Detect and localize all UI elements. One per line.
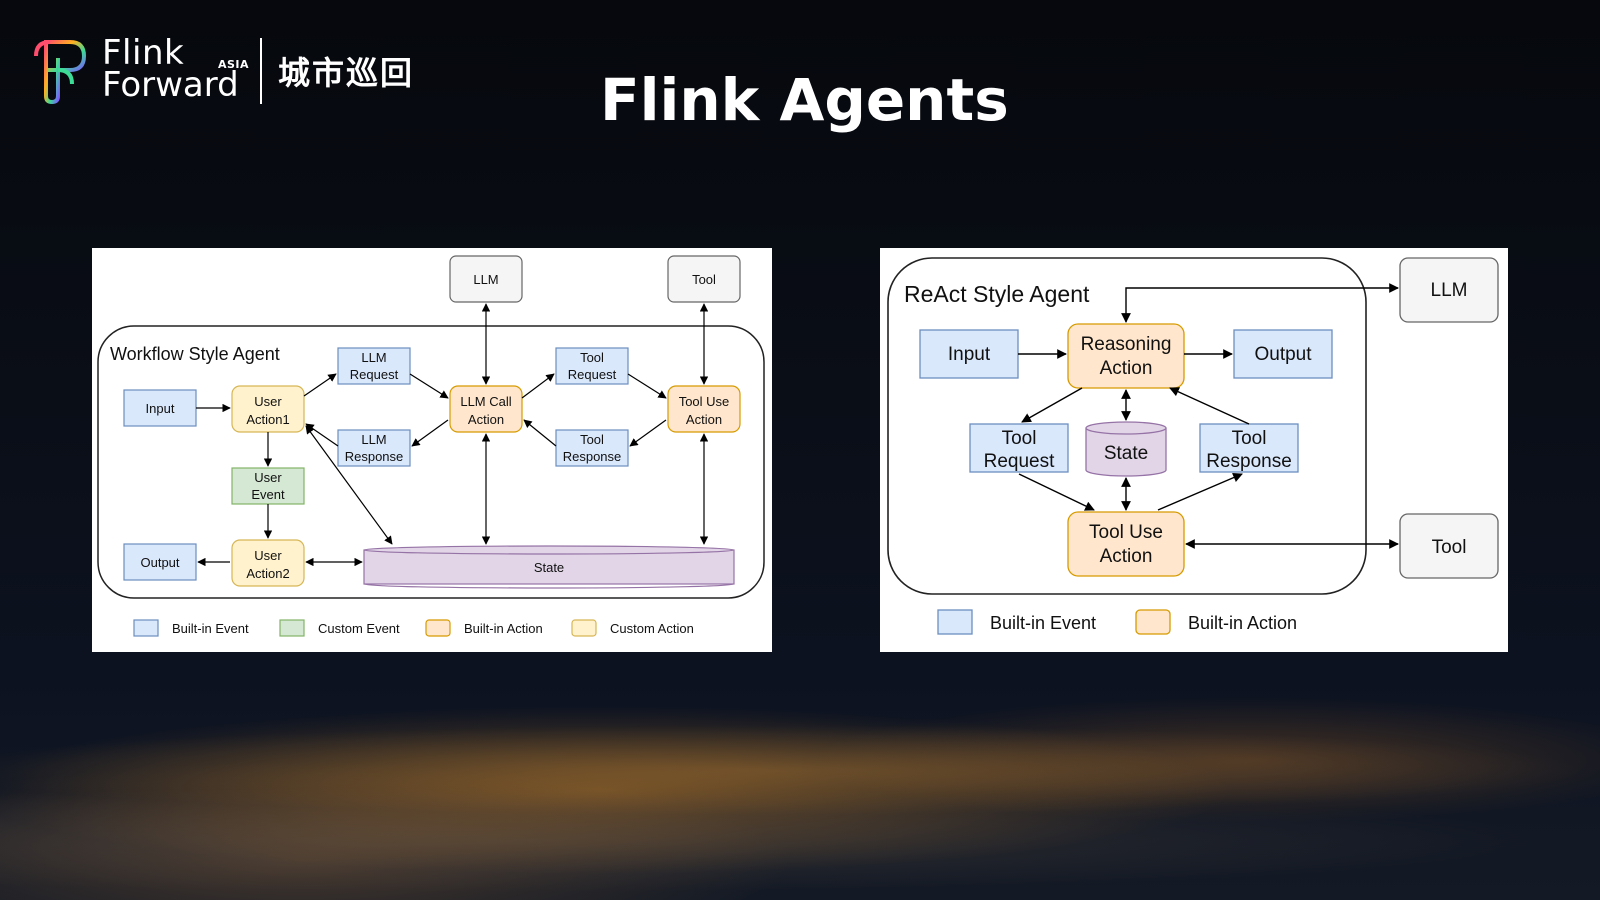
workflow-output-label: Output [140,555,179,570]
react-state-store [1085,421,1167,477]
react-diagram: ReAct Style Agent LLM Tool Input Reasoni… [887,257,1499,635]
workflow-tool-request [555,347,629,385]
workflow-diagram: Workflow Style Agent LLM Tool Input User… [97,255,765,637]
react-tool-use-action-line2: Action [1100,546,1153,567]
react-tool-request-line2: Request [984,451,1055,472]
flink-forward-logo: Flink Forward ASIA 城市巡回 [32,36,432,106]
react-llm-label: LLM [1431,280,1468,301]
workflow-state-store [363,545,735,589]
page-title: Flink Agents [600,66,1009,134]
workflow-input-label: Input [146,401,175,416]
react-llm-box [1399,257,1499,323]
workflow-connectors [196,303,709,567]
workflow-llm-request-line1: LLM [361,350,386,365]
react-agent-title: ReAct Style Agent [904,281,1090,307]
react-legend-built-in-action: Built-in Action [1188,613,1297,633]
react-tool-label: Tool [1432,537,1467,558]
workflow-tool-label: Tool [692,272,716,287]
workflow-user-action1-line2: Action1 [246,412,289,427]
workflow-llm-response-line2: Response [345,449,404,464]
workflow-tool-request-line2: Request [568,367,617,382]
workflow-output-event [123,543,197,581]
react-output-event [1233,329,1333,379]
workflow-tool-use-action-line1: Tool Use [679,394,730,409]
workflow-llm-request-line2: Request [350,367,399,382]
workflow-legend-custom-action: Custom Action [610,621,694,636]
workflow-llm-label: LLM [473,272,498,287]
workflow-tool-response-line2: Response [563,449,622,464]
react-reasoning-action-line1: Reasoning [1081,334,1172,355]
logo-city-tour: 城市巡回 [278,54,415,92]
workflow-llm-call-action [449,385,523,433]
workflow-tool-box [667,255,741,303]
workflow-legend-built-in-event: Built-in Event [172,621,249,636]
workflow-llm-call-action-line2: Action [468,412,504,427]
workflow-agent-title: Workflow Style Agent [110,344,280,364]
react-legend-built-in-event: Built-in Event [990,613,1096,633]
react-tool-request-line1: Tool [1002,428,1037,449]
workflow-legend-swatch-custom-event [279,619,305,637]
react-state-label: State [1104,443,1148,464]
workflow-user-action2-line1: User [254,548,282,563]
react-reasoning-action [1067,323,1185,389]
react-output-label: Output [1254,344,1312,365]
logo-text-flink: Flink [102,33,185,73]
react-tool-use-action [1067,511,1185,577]
react-tool-box [1399,513,1499,579]
workflow-user-action2 [231,539,305,587]
workflow-legend-swatch-built-in-action [425,619,451,637]
workflow-tool-request-line1: Tool [580,350,604,365]
react-input-label: Input [948,344,991,365]
react-tool-request [969,423,1069,473]
logo-badge-asia: ASIA [218,58,250,71]
react-agent-container [887,257,1367,595]
react-legend-swatch-built-in-event [937,609,973,635]
flink-logo-icon [34,40,87,105]
workflow-tool-response [555,429,629,467]
workflow-llm-call-action-line1: LLM Call [460,394,511,409]
workflow-user-action1-line1: User [254,394,282,409]
workflow-user-event-line2: Event [251,487,285,502]
workflow-user-event-line1: User [254,470,282,485]
workflow-legend-swatch-custom-action [571,619,597,637]
workflow-legend-custom-event: Custom Event [318,621,400,636]
workflow-legend-built-in-action: Built-in Action [464,621,543,636]
react-diagram-panel: ReAct Style Agent LLM Tool Input Reasoni… [880,248,1508,652]
react-tool-use-action-line1: Tool Use [1089,522,1163,543]
workflow-tool-use-action [667,385,741,433]
logo-text-forward: Forward [102,65,239,105]
logo-divider [260,38,262,104]
react-connectors [1018,283,1399,549]
workflow-user-action2-line2: Action2 [246,566,289,581]
background-glow [0,690,1600,900]
workflow-tool-response-line1: Tool [580,432,604,447]
workflow-legend-swatch-built-in-event [133,619,159,637]
react-tool-response-line2: Response [1206,451,1292,472]
workflow-llm-box [449,255,523,303]
react-legend-swatch-built-in-action [1135,609,1171,635]
workflow-diagram-panel: Workflow Style Agent LLM Tool Input User… [92,248,772,652]
workflow-state-label: State [534,560,564,575]
workflow-llm-response-line1: LLM [361,432,386,447]
react-reasoning-action-line2: Action [1100,358,1153,379]
workflow-tool-use-action-line2: Action [686,412,722,427]
workflow-llm-request [337,347,411,385]
react-input-event [919,329,1019,379]
react-tool-response-line1: Tool [1232,428,1267,449]
react-tool-response [1199,423,1299,473]
workflow-agent-container [97,325,765,599]
